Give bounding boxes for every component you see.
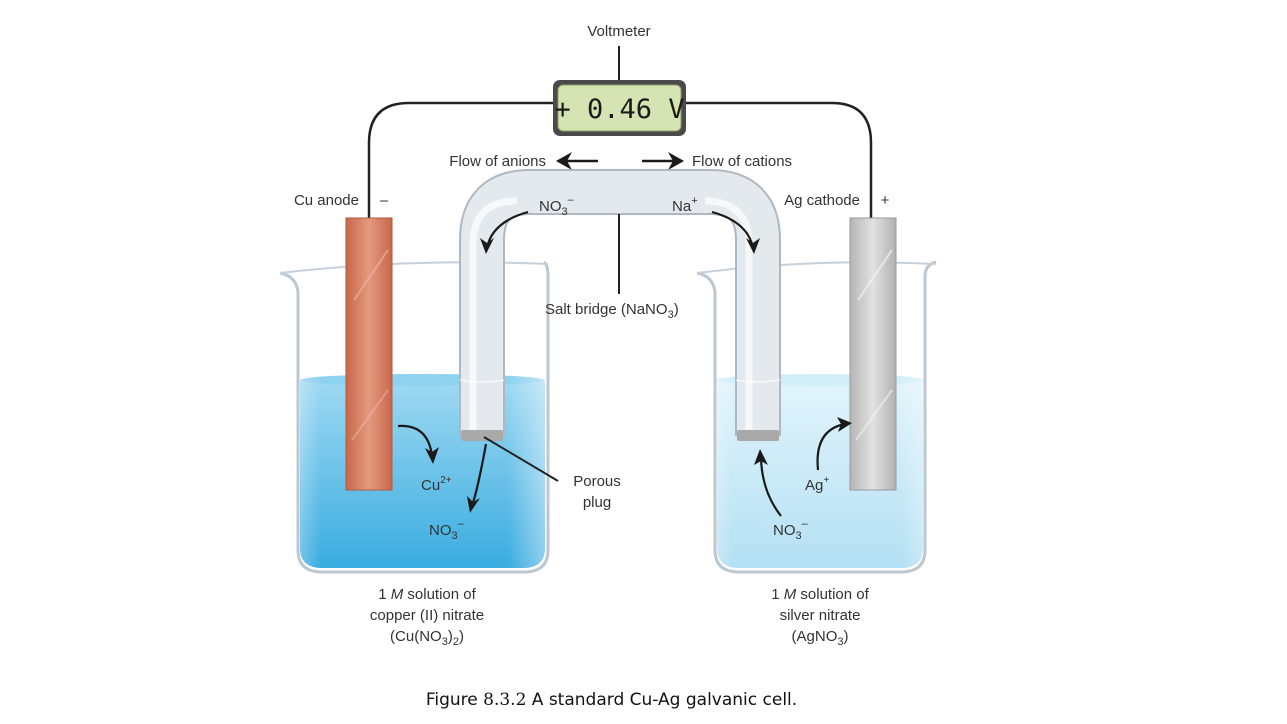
left-nitrate-label: NO3– bbox=[429, 518, 465, 542]
caption-text: A standard Cu-Ag galvanic cell. bbox=[526, 690, 798, 710]
ag-ion-label: Ag+ bbox=[805, 475, 829, 494]
cathode-label: Ag cathode bbox=[784, 192, 860, 209]
voltmeter-label: Voltmeter bbox=[587, 23, 650, 40]
porous-plug-label-line2: plug bbox=[583, 494, 611, 511]
external-circuit-wire bbox=[367, 46, 873, 220]
voltmeter: + 0.46 V bbox=[553, 80, 686, 136]
salt-bridge-label: Salt bridge (NaNO3) bbox=[545, 301, 679, 321]
voltmeter-reading: + 0.46 V bbox=[554, 94, 684, 125]
cathode-sign: + bbox=[881, 192, 890, 209]
left-solution-line1: 1 M solution of bbox=[378, 586, 476, 603]
right-solution-line3: (AgNO3) bbox=[792, 628, 849, 648]
cu-ion-label: Cu2+ bbox=[421, 475, 452, 494]
cu-ion-arrow bbox=[397, 424, 439, 464]
copper-electrode bbox=[345, 217, 393, 491]
left-beaker bbox=[279, 260, 550, 574]
salt-bridge bbox=[459, 169, 781, 441]
right-solution-line1: 1 M solution of bbox=[771, 586, 869, 603]
bridge-anion-arrow bbox=[480, 210, 529, 254]
bridge-cation-arrow bbox=[711, 210, 760, 254]
left-nitrate-arrow bbox=[467, 443, 488, 513]
porous-plug-label-line1: Porous bbox=[573, 473, 621, 490]
right-nitrate-label: NO3– bbox=[773, 518, 809, 542]
ag-ion-arrow bbox=[816, 417, 852, 471]
right-nitrate-arrow bbox=[754, 449, 782, 517]
flow-of-anions-label: Flow of anions bbox=[449, 153, 546, 170]
silver-electrode bbox=[849, 217, 897, 491]
left-solution-line2: copper (II) nitrate bbox=[370, 607, 484, 624]
flow-of-cations-label: Flow of cations bbox=[692, 153, 792, 170]
left-solution-line3: (Cu(NO3)2) bbox=[390, 628, 464, 648]
bridge-cation-label: Na+ bbox=[672, 195, 698, 215]
anode-sign: – bbox=[380, 192, 389, 209]
caption-number: 8.3.2 bbox=[483, 690, 527, 710]
flow-of-cations-arrow bbox=[642, 152, 684, 170]
caption-prefix: Figure bbox=[425, 690, 484, 710]
bridge-anion-label: NO3– bbox=[539, 194, 575, 218]
porous-plug-pointer bbox=[483, 436, 559, 482]
anode-label: Cu anode bbox=[294, 192, 359, 209]
figure-caption: Figure 8.3.2 A standard Cu-Ag galvanic c… bbox=[0, 690, 1223, 710]
right-beaker bbox=[696, 260, 937, 574]
flow-of-anions-arrow bbox=[556, 152, 598, 170]
right-solution-line2: silver nitrate bbox=[780, 607, 861, 624]
